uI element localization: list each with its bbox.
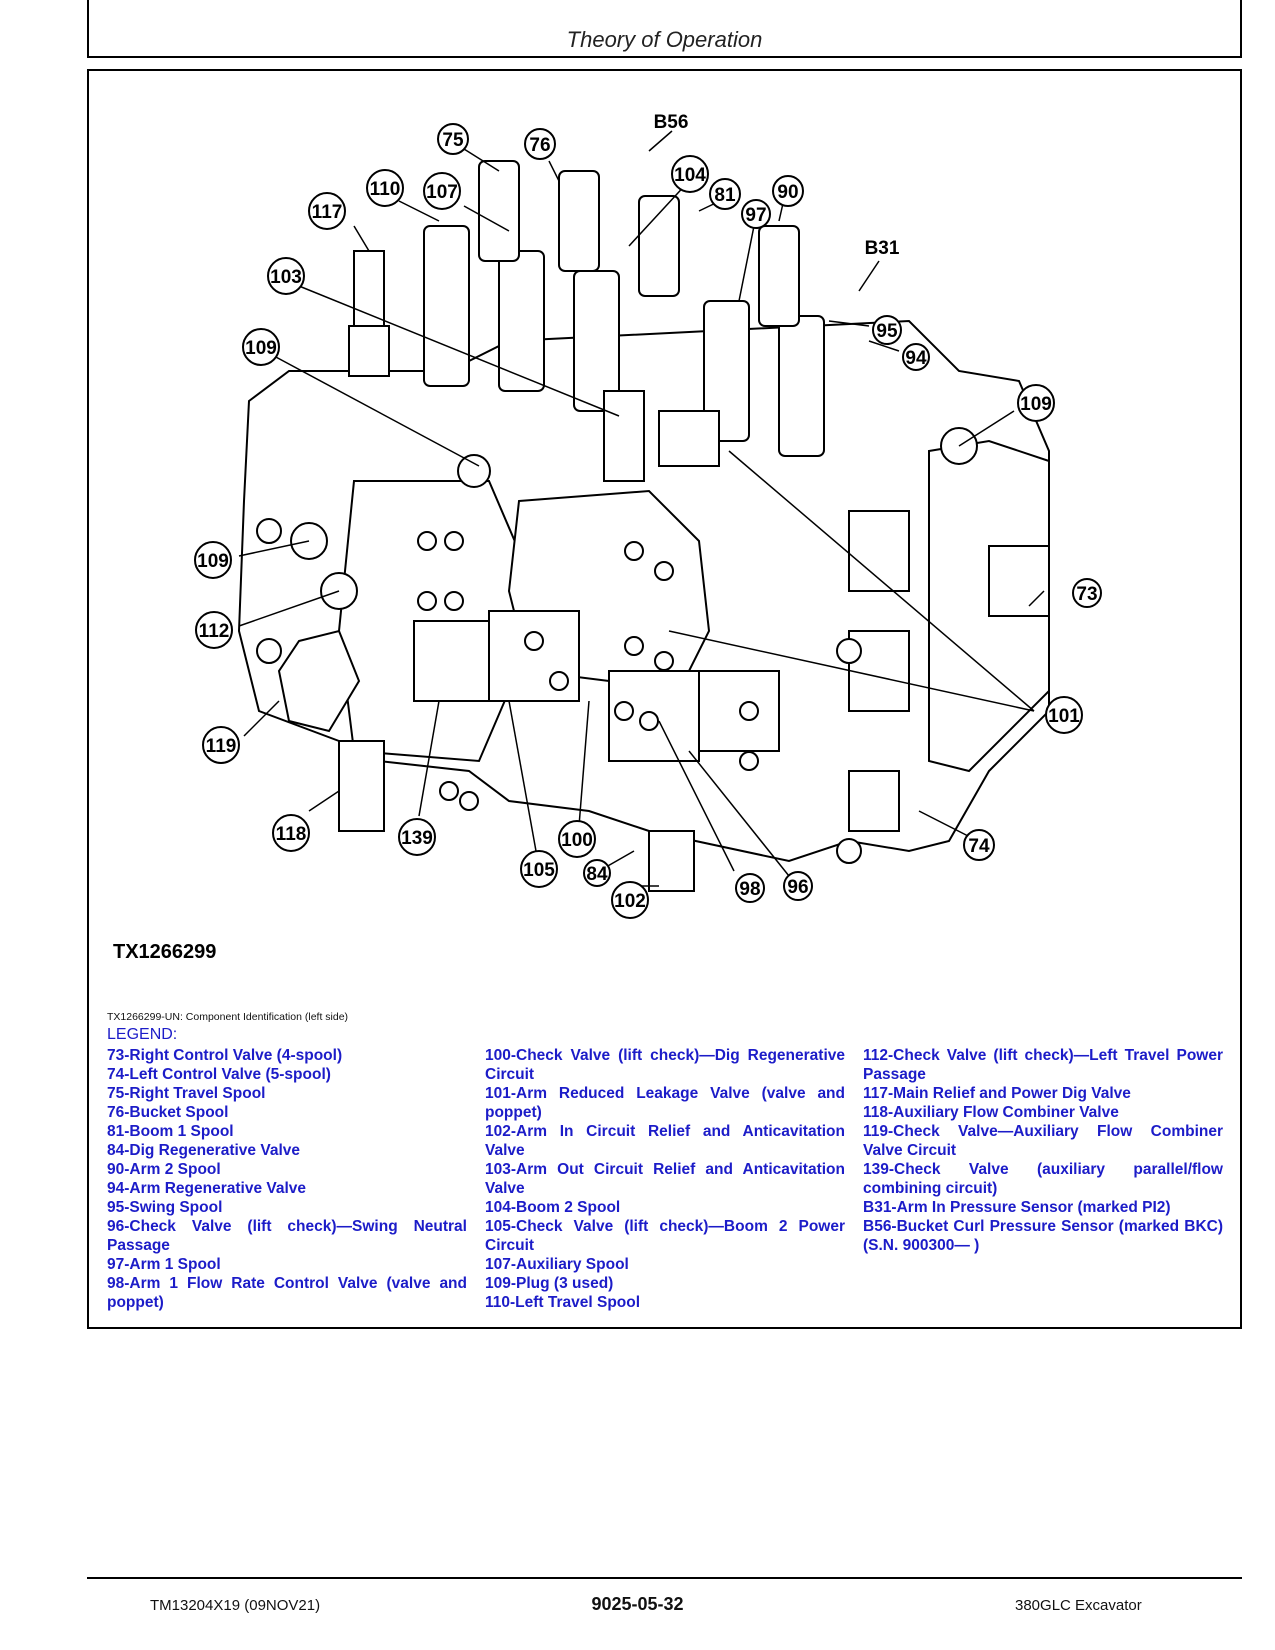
callout-label: 81	[714, 185, 736, 206]
legend-item: 101-Arm Reduced Leakage Valve (valve and…	[485, 1085, 845, 1121]
footer-page-number: 9025-05-32	[591, 1594, 684, 1614]
legend-item: B31-Arm In Pressure Sensor (marked PI2)	[863, 1199, 1171, 1216]
callout-label: 118	[276, 824, 307, 845]
legend-item: 100-Check Valve (lift check)—Dig Regener…	[485, 1047, 845, 1083]
callout-label: 90	[777, 182, 798, 203]
callout-label: 102	[614, 891, 646, 912]
callout-label: 75	[442, 130, 464, 151]
callout-label: 74	[968, 836, 990, 857]
legend-item: B56-Bucket Curl Pressure Sensor (marked …	[863, 1218, 1223, 1254]
legend-item: 76-Bucket Spool	[107, 1104, 229, 1121]
callout-label: 109	[245, 338, 277, 359]
legend-item: 119-Check Valve—Auxiliary Flow Combiner …	[863, 1123, 1223, 1159]
legend-item: 139-Check Valve (auxiliary parallel/flow…	[863, 1161, 1223, 1197]
valve-illustration: 75 76 B56 104 117 110 107 81 90 97 B31 1…	[194, 112, 1102, 919]
legend-item: 103-Arm Out Circuit Relief and Anticavit…	[485, 1161, 845, 1197]
callout-label: 139	[401, 828, 433, 849]
legend-item: 84-Dig Regenerative Valve	[107, 1142, 300, 1159]
legend-item: 117-Main Relief and Power Dig Valve	[863, 1085, 1131, 1102]
callout-label: 112	[199, 621, 230, 642]
callout-label: 119	[206, 736, 237, 757]
callout-label: 110	[370, 179, 401, 200]
legend-item: 81-Boom 1 Spool	[107, 1123, 234, 1140]
legend-item: 110-Left Travel Spool	[485, 1294, 641, 1311]
callout-label: 100	[561, 830, 593, 851]
callout-label: 84	[586, 864, 608, 885]
callout-label: 73	[1076, 584, 1097, 605]
callout-label: B56	[654, 112, 689, 133]
callout-label: 76	[529, 135, 550, 156]
page-title: Theory of Operation	[566, 27, 763, 52]
legend-item: 98-Arm 1 Flow Rate Control Valve (valve …	[107, 1275, 467, 1311]
callout-label: 103	[270, 267, 302, 288]
figure-frame: 75 76 B56 104 117 110 107 81 90 97 B31 1…	[87, 69, 1242, 1329]
callout-label: 96	[787, 877, 808, 898]
footer-manual-id: TM13204X19 (09NOV21)	[150, 1597, 321, 1614]
callout-label: 109	[1020, 394, 1052, 415]
callout-label: 109	[197, 551, 229, 572]
footer-rule	[87, 1577, 1242, 1579]
legend-item: 104-Boom 2 Spool	[485, 1199, 621, 1216]
callout-label: 98	[739, 879, 760, 900]
legend-column-3: 112-Check Valve (lift check)—Left Travel…	[863, 1046, 1223, 1255]
callout-label: 107	[426, 182, 458, 203]
legend-item: 102-Arm In Circuit Relief and Anticavita…	[485, 1123, 845, 1159]
legend-item: 75-Right Travel Spool	[107, 1085, 266, 1102]
callout-label: 104	[674, 165, 706, 186]
legend-item: 95-Swing Spool	[107, 1199, 223, 1216]
callout-label: 94	[905, 348, 927, 369]
legend-item: 107-Auxiliary Spool	[485, 1256, 629, 1273]
legend-item: 74-Left Control Valve (5-spool)	[107, 1066, 331, 1083]
legend-item: 90-Arm 2 Spool	[107, 1161, 221, 1178]
callout-label: 101	[1048, 706, 1080, 727]
legend-column-1: 73-Right Control Valve (4-spool) 74-Left…	[107, 1046, 467, 1312]
callout-label: 97	[745, 205, 766, 226]
callout-label: 117	[312, 202, 343, 223]
figure-caption: TX1266299-UN: Component Identification (…	[107, 1011, 349, 1023]
legend-column-2: 100-Check Valve (lift check)—Dig Regener…	[485, 1046, 845, 1312]
header-box: Theory of Operation	[87, 0, 1242, 58]
legend-item: 96-Check Valve (lift check)—Swing Neutra…	[107, 1218, 467, 1254]
legend-item: 109-Plug (3 used)	[485, 1275, 614, 1292]
legend-item: 112-Check Valve (lift check)—Left Travel…	[863, 1047, 1223, 1083]
callout-label: 95	[876, 321, 898, 342]
callout-label: B31	[865, 238, 900, 259]
legend-item: 73-Right Control Valve (4-spool)	[107, 1047, 343, 1064]
legend-title: LEGEND:	[107, 1026, 178, 1043]
footer-model: 380GLC Excavator	[1015, 1597, 1142, 1614]
legend-item: 97-Arm 1 Spool	[107, 1256, 221, 1273]
legend-item: 105-Check Valve (lift check)—Boom 2 Powe…	[485, 1218, 845, 1254]
legend-item: 118-Auxiliary Flow Combiner Valve	[863, 1104, 1119, 1121]
legend-item: 94-Arm Regenerative Valve	[107, 1180, 307, 1197]
callout-label: 105	[523, 860, 555, 881]
figure-id: TX1266299	[113, 941, 217, 963]
